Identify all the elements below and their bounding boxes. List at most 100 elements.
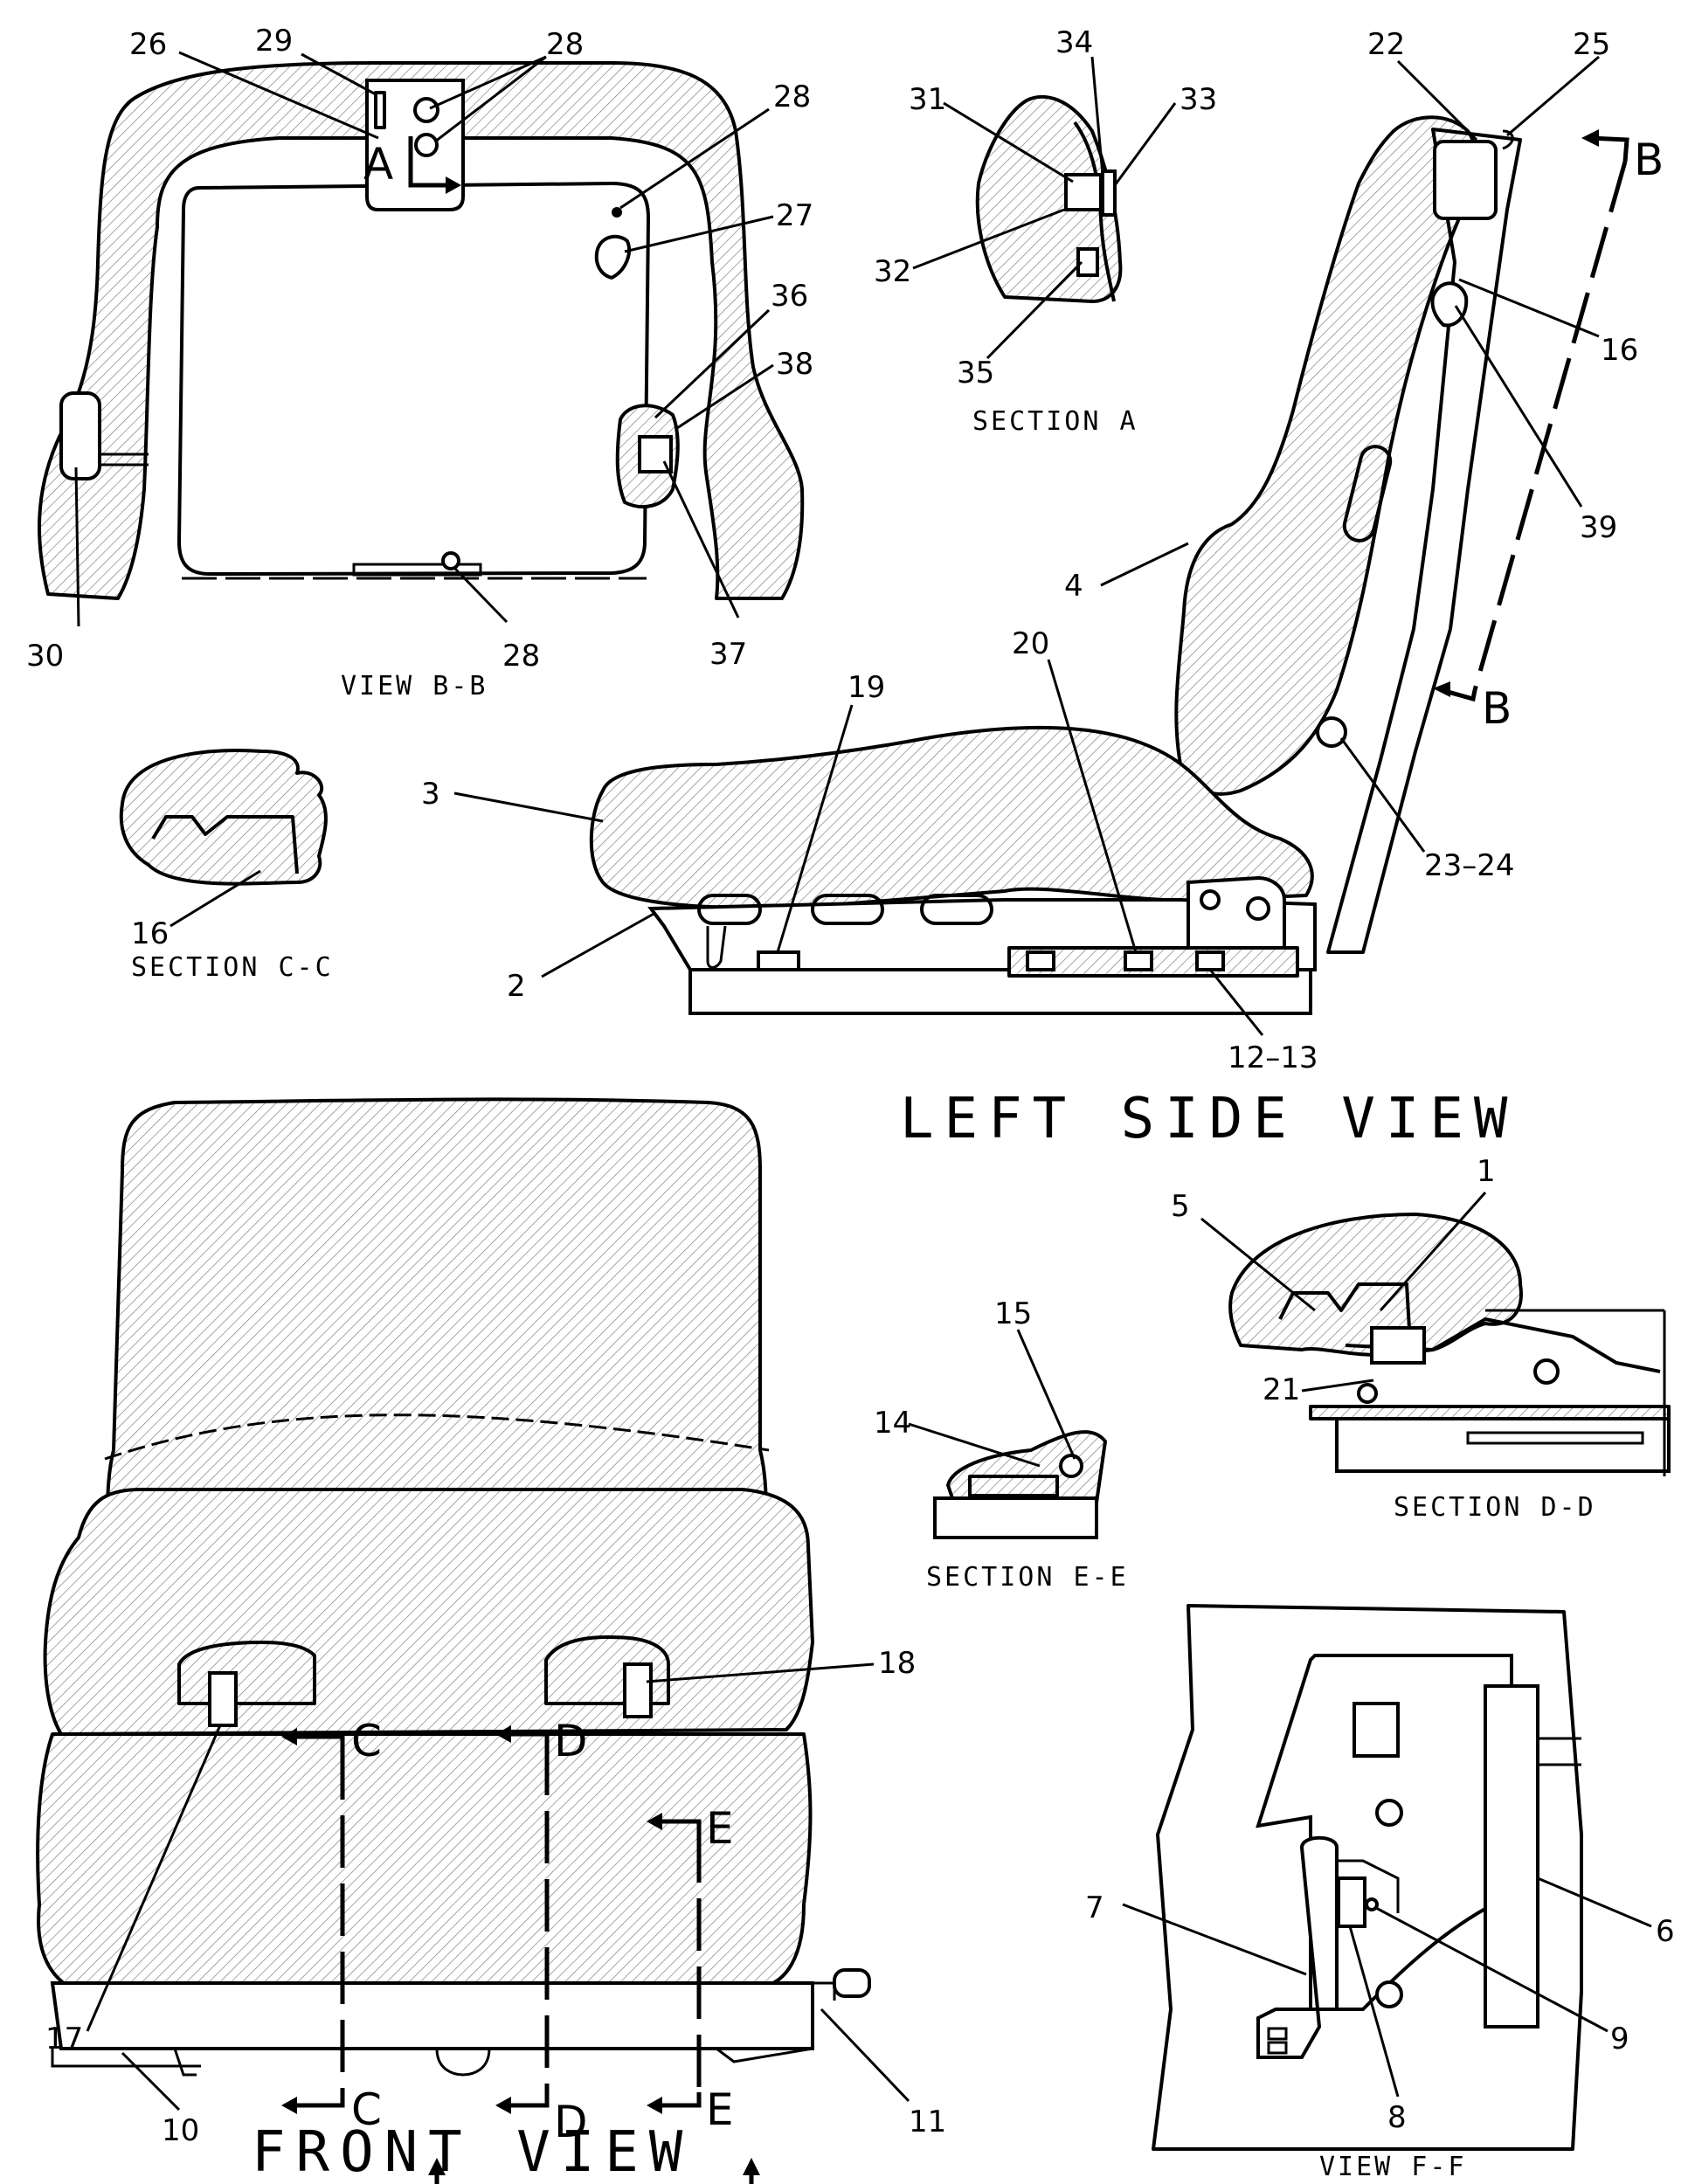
bolt-dd xyxy=(1533,1358,1560,1385)
section-a xyxy=(975,94,1123,303)
title-section-ee: SECTION E-E xyxy=(926,1562,1129,1593)
bolt-28c xyxy=(441,551,460,570)
leader-3 xyxy=(453,791,604,823)
leader-8 xyxy=(1348,1925,1400,2098)
cut-line-bb xyxy=(1433,129,1629,702)
section-cc-frame xyxy=(151,815,299,874)
leader-19 xyxy=(776,704,854,953)
cut-cc-top-head xyxy=(281,1728,297,1745)
front-seat-base-cushion xyxy=(36,1732,813,1989)
front-cut-lines xyxy=(281,1725,760,2184)
slot-1 xyxy=(697,894,762,925)
cut-cc-bottom-head xyxy=(281,2097,297,2114)
section-dd-base xyxy=(1335,1417,1671,1473)
bolt-15 xyxy=(1059,1454,1083,1478)
title-section-cc: SECTION C-C xyxy=(131,952,334,983)
view-ff-slot xyxy=(1353,1702,1400,1758)
bolt-28a xyxy=(413,97,439,123)
handle-30 xyxy=(59,391,101,480)
leader-39 xyxy=(1454,305,1583,508)
cut-bb-top-arrow xyxy=(1589,135,1629,162)
section-ee-base xyxy=(933,1496,1098,1539)
leader-23-24 xyxy=(1339,737,1426,853)
backrest-shell-outline xyxy=(38,61,805,600)
cut-cc-bottom xyxy=(288,2092,345,2108)
cut-letter-c-top: C xyxy=(351,1716,382,1766)
front-backrest xyxy=(103,1097,771,1548)
leader-33 xyxy=(1113,102,1177,186)
front-backrest-seam xyxy=(104,1413,770,1461)
rail-14 xyxy=(968,1475,1059,1497)
callout-11: 11 xyxy=(909,2105,946,2139)
bolt-19 xyxy=(757,950,800,971)
callout-16: 16 xyxy=(1601,333,1638,368)
callout-17: 17 xyxy=(45,2022,83,2056)
slot-29 xyxy=(374,91,386,129)
leader-11 xyxy=(820,2008,910,2103)
leader-18 xyxy=(646,1662,875,1683)
leader-15 xyxy=(1016,1329,1076,1460)
hole-28 xyxy=(612,207,622,218)
cut-letter-b-top: B xyxy=(1634,135,1664,185)
leader-30 xyxy=(74,467,80,627)
callout-numbers: 26 29 28 28 27 36 38 30 28 37 34 31 33 3… xyxy=(26,24,1675,2148)
callout-9: 9 xyxy=(1610,2022,1629,2056)
pivot-23-24 xyxy=(1316,716,1347,748)
slot-backrest xyxy=(1342,445,1393,543)
rail-11 xyxy=(716,2047,813,2063)
spring-21 xyxy=(1370,1326,1426,1365)
leader-25 xyxy=(1506,55,1600,137)
title-view-bb: VIEW B-B xyxy=(341,671,488,702)
bracket-22 xyxy=(1433,140,1498,220)
callout-10: 10 xyxy=(162,2113,199,2148)
pin-21 xyxy=(1357,1383,1378,1404)
callout-29: 29 xyxy=(255,24,293,59)
seat-cushion-3 xyxy=(589,726,1314,910)
callout-16-cc: 16 xyxy=(131,916,169,951)
spring-18 xyxy=(623,1662,653,1718)
title-view-ff: VIEW F-F xyxy=(1319,2152,1467,2182)
callout-21: 21 xyxy=(1263,1372,1300,1407)
callout-22: 22 xyxy=(1367,27,1405,62)
leader-14 xyxy=(908,1422,1041,1468)
title-left-side-view: LEFT SIDE VIEW xyxy=(900,1087,1518,1151)
cut-ee-bottom-head xyxy=(647,2097,662,2114)
callout-14: 14 xyxy=(874,1406,911,1441)
bracket-9 xyxy=(1337,1859,1400,1913)
lever-knob-11 xyxy=(833,1968,871,1998)
title-section-dd: SECTION D-D xyxy=(1394,1492,1596,1523)
knob-39 xyxy=(1430,281,1469,328)
section-cc xyxy=(119,749,328,886)
cut-bb-bottom-head xyxy=(1433,681,1450,697)
view-ff-border xyxy=(1152,1604,1583,2151)
leader-9 xyxy=(1375,1906,1609,2033)
leader-16 xyxy=(1458,278,1600,338)
view-ff-nut-1 xyxy=(1375,1799,1403,1827)
callout-2: 2 xyxy=(507,969,526,1004)
section-a-channel xyxy=(1073,121,1116,302)
callout-15: 15 xyxy=(994,1296,1032,1331)
cut-plane-letters: A B B C C D D E E F F xyxy=(351,135,1664,2147)
view-ff-nut-2 xyxy=(1375,1980,1403,2008)
bolt-20a xyxy=(1026,950,1055,971)
callout-38: 38 xyxy=(776,347,813,382)
cut-ff-left-head xyxy=(428,2158,446,2175)
front-seat-cushion xyxy=(43,1488,814,1736)
slot-2 xyxy=(811,894,884,925)
leader-20 xyxy=(1047,659,1138,953)
section-a-arrowhead xyxy=(446,176,461,194)
cut-bb-line xyxy=(1472,161,1628,691)
view-bb xyxy=(38,61,805,600)
callout-20: 20 xyxy=(1012,626,1049,661)
callout-12-13: 12–13 xyxy=(1228,1040,1318,1075)
cut-letter-c-bottom: C xyxy=(351,2084,382,2135)
bolt-20b xyxy=(1124,950,1153,971)
callout-28-bottom: 28 xyxy=(502,639,540,674)
callout-32: 32 xyxy=(874,254,911,289)
callout-27: 27 xyxy=(776,198,813,233)
callout-25: 25 xyxy=(1573,27,1610,62)
callout-34: 34 xyxy=(1055,25,1093,60)
bolt-12 xyxy=(1195,950,1225,971)
section-dd-slot xyxy=(1466,1431,1644,1445)
